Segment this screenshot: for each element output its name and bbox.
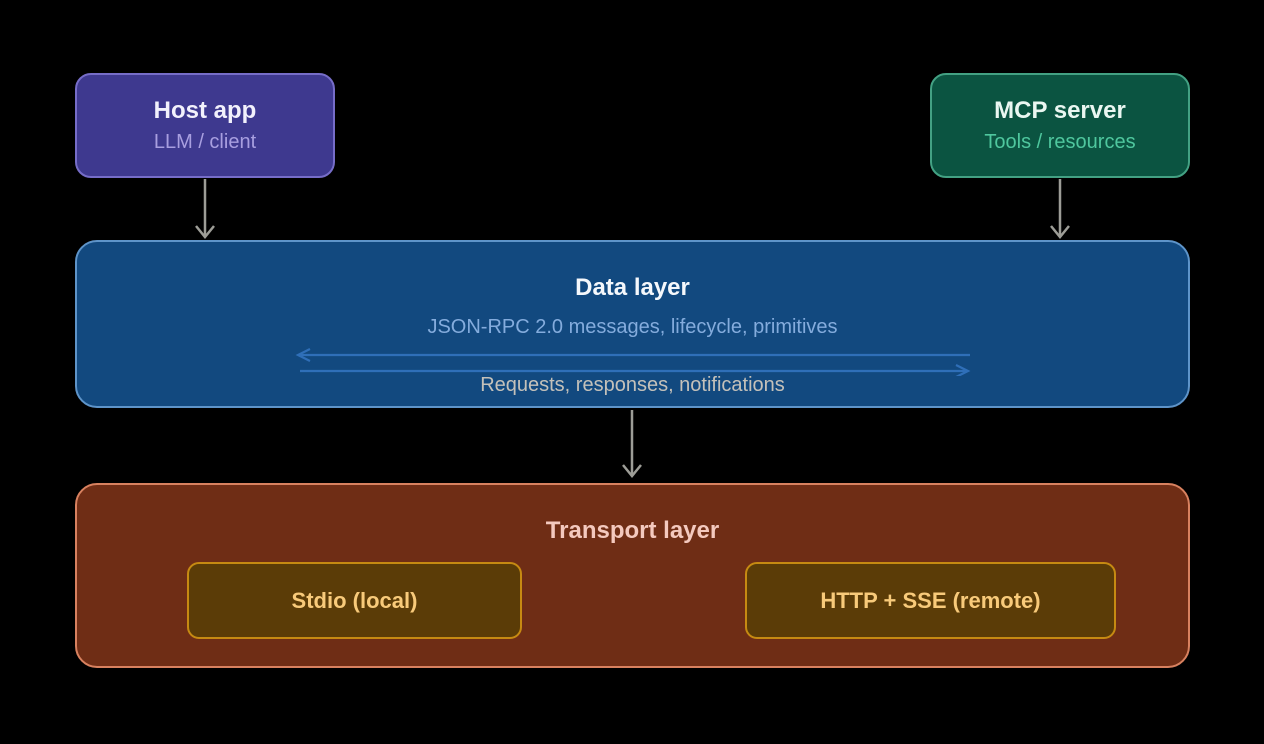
data-layer-subtitle: JSON-RPC 2.0 messages, lifecycle, primit… <box>427 316 838 338</box>
transport-stdio-label: Stdio (local) <box>291 587 418 613</box>
mcp-server-title: MCP server <box>994 96 1126 124</box>
arrow-host-to-data-icon <box>195 179 215 239</box>
transport-layer-node: Transport layer Stdio (local) HTTP + SSE… <box>75 483 1190 668</box>
transport-http-sse-label: HTTP + SSE (remote) <box>820 587 1041 613</box>
data-layer-channel-label: Requests, responses, notifications <box>480 374 785 396</box>
data-layer-title: Data layer <box>575 274 690 301</box>
host-app-title: Host app <box>153 96 257 124</box>
transport-http-sse-node: HTTP + SSE (remote) <box>745 562 1116 639</box>
arrow-mcp-to-data-icon <box>1050 179 1070 239</box>
transport-stdio-node: Stdio (local) <box>187 562 522 639</box>
bidirectional-arrows-icon <box>295 348 971 376</box>
host-app-node: Host app LLM / client <box>75 73 335 178</box>
arrow-data-to-transport-icon <box>622 410 642 478</box>
mcp-server-node: MCP server Tools / resources <box>930 73 1190 178</box>
host-app-subtitle: LLM / client <box>153 131 257 154</box>
transport-layer-title: Transport layer <box>545 517 720 544</box>
mcp-server-subtitle: Tools / resources <box>984 131 1136 154</box>
data-layer-node: Data layer JSON-RPC 2.0 messages, lifecy… <box>75 240 1190 408</box>
